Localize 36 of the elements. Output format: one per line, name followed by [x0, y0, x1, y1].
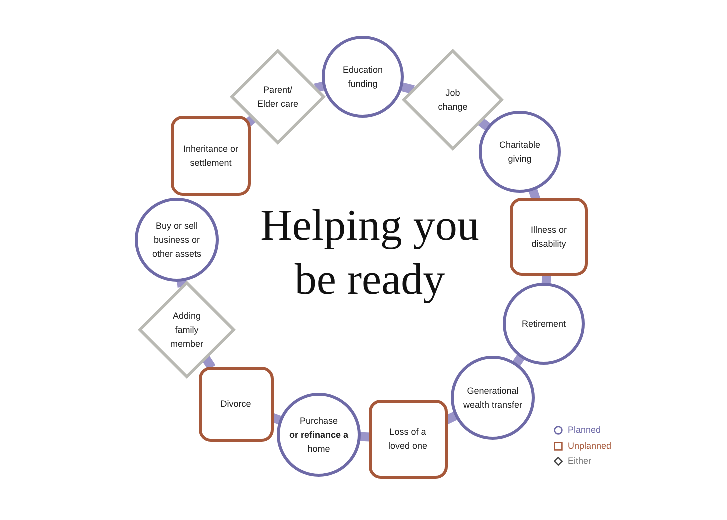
event-label: Education funding — [342, 64, 384, 91]
event-label: Charitable giving — [498, 139, 542, 166]
connector — [528, 188, 540, 201]
event-label: Retirement — [522, 318, 566, 331]
title: Helping you be ready — [260, 200, 480, 306]
event-label: Loss of a loved one — [387, 426, 429, 453]
connector — [400, 82, 415, 94]
event-label: Adding family member — [169, 310, 204, 351]
event-circle — [479, 111, 561, 193]
event-label: Inheritance or settlement — [182, 143, 240, 170]
legend-label: Planned — [568, 425, 602, 436]
event-square — [198, 366, 274, 442]
event-circle — [451, 356, 535, 440]
connector — [478, 118, 492, 132]
event-label: Illness or disability — [530, 224, 568, 251]
event-square — [368, 400, 448, 478]
event-diamond — [138, 281, 236, 379]
connector — [542, 274, 552, 285]
legend-label: Unplanned — [568, 440, 612, 452]
legend-label: Either — [568, 456, 592, 467]
event-label: Divorce — [220, 398, 252, 411]
connector — [512, 354, 526, 368]
event-circle — [135, 198, 219, 282]
event-label: Job change — [437, 87, 469, 114]
event-circle — [277, 393, 361, 477]
event-label: Purchase or refinance a home — [289, 415, 349, 456]
event-circle — [503, 283, 585, 365]
event-label: Parent/ Elder care — [256, 84, 300, 111]
connector — [359, 432, 370, 442]
event-square — [510, 198, 588, 276]
event-label: Buy or sell business or other assets — [151, 220, 203, 261]
event-circle — [322, 36, 404, 118]
event-label: Generational wealth transfer — [462, 385, 524, 412]
event-diamond — [230, 49, 326, 145]
connector — [314, 82, 326, 93]
event-square — [171, 116, 251, 196]
